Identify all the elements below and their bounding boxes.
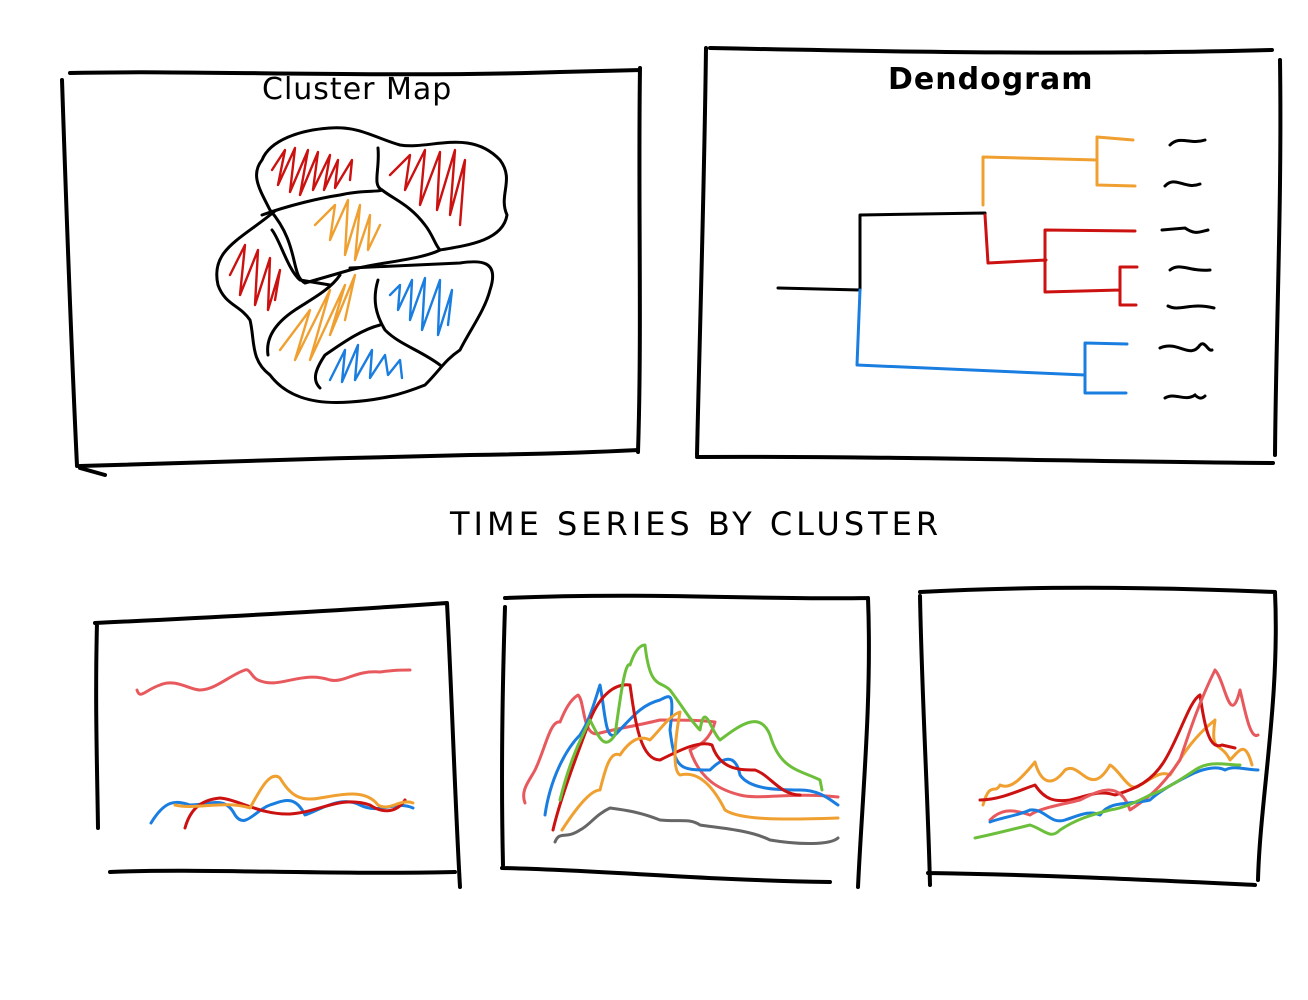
region-orange-1	[313, 198, 382, 262]
time-series-panel-1	[93, 601, 462, 889]
dendrogram-title: Dendogram	[888, 62, 1094, 97]
region-orange-2	[278, 273, 357, 362]
time-series-panel-3	[918, 585, 1278, 887]
dendrogram-panel	[695, 46, 1283, 465]
region-blue-1	[388, 276, 454, 337]
region-red-1	[270, 146, 354, 197]
cluster-map-panel	[60, 66, 642, 477]
time-series-title: TIME SERIES BY CLUSTER	[450, 505, 943, 543]
cluster-map-title: Cluster Map	[262, 72, 453, 107]
map-outline	[255, 126, 509, 285]
time-series-panel-2	[499, 593, 871, 889]
region-red-3	[228, 243, 282, 312]
region-red-2	[388, 148, 467, 227]
region-blue-2	[328, 343, 404, 384]
leaf-squiggles	[1158, 138, 1216, 400]
